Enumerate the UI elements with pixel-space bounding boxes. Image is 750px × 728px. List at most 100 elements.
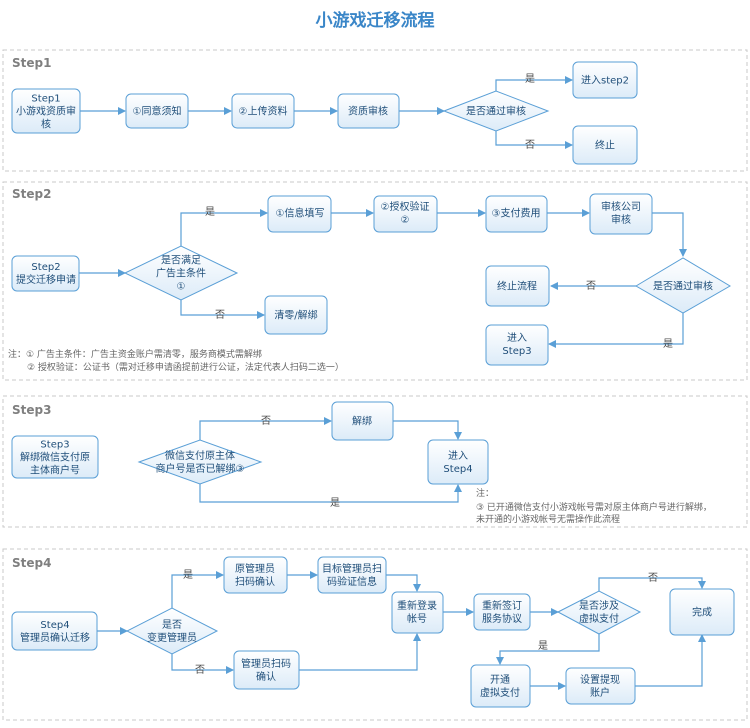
node-label: 是否通过审核 [466,105,526,118]
node-terminate: 终止 [572,125,638,165]
decision-audit-passed: 是否通过审核 [635,257,731,314]
section-step1: Step1 [2,49,748,172]
node-label: 解绑微信支付原 [20,451,90,464]
node-label: 进入step2 [581,75,629,87]
node-label: 目标管理员扫 [322,562,382,575]
node-label: 服务协议 [482,612,522,625]
node-label: 微信支付原主体 [165,449,235,462]
edge [652,212,687,257]
edge [495,76,573,91]
node-authorization-verify: ②授权验证 ② [373,195,438,233]
decision-review-passed: 是否通过审核 [442,90,550,132]
edge [496,634,600,665]
node-label: 码验证信息 [327,575,377,588]
edge [199,417,332,440]
node-label: Step1 [31,94,60,105]
edge [495,131,573,149]
edge [180,209,268,246]
node-label: 进入 [507,332,527,344]
edge-label-yes: 是 [663,338,673,350]
node-clear-unbind: 清零/解绑 [264,295,328,335]
node-label: 管理员确认迁移 [20,631,90,644]
edge [171,571,224,608]
node-label: 商户号是否已解绑③ [156,462,245,475]
note-step2-line2: ② 授权验证：公证书（需对迁移申请函提前进行公证，法定代表人扫码二选一） [27,361,344,373]
edge-label-no: 否 [215,309,225,321]
node-label: 完成 [692,606,712,619]
node-label: ①同意须知 [133,105,182,118]
section-label: Step4 [12,556,51,570]
section-step2: Step2 [2,181,748,381]
node-label: 小游戏资质审 [16,105,76,118]
section-label: Step2 [12,187,51,201]
page-title: 小游戏迁移流程 [315,11,435,31]
section-step4: Step4 [2,548,748,721]
edge-label-no: 否 [195,664,205,676]
node-label: 帐号 [407,612,427,625]
node-label: 是否满足 [161,255,201,267]
edge [171,654,234,674]
node-label: ②上传资料 [239,105,288,118]
edge [199,484,462,503]
edge-label-no: 否 [261,415,271,427]
note-step3-line1: 注： [476,487,494,499]
section-label: Step3 [12,403,51,417]
edge [548,313,684,348]
edge-label-yes: 是 [538,640,548,652]
node-complete: 完成 [669,588,735,636]
edge [386,574,421,592]
node-label: 确认 [256,670,276,683]
node-label: 广告主条件 [156,267,206,280]
node-upload-materials: ②上传资料 [231,93,295,129]
edge-label-yes: 是 [525,73,535,85]
node-label: 变更管理员 [147,631,197,644]
node-label: 终止 [595,139,615,152]
node-label: Step3 [502,346,531,357]
node-label: 解绑 [352,415,372,428]
edge-label-no: 否 [586,280,596,292]
node-label: Step4 [443,464,472,475]
node-label: 审核 [611,213,631,226]
node-pay-fee: ③支付费用 [485,195,548,233]
node-label: ② [401,215,410,226]
note-step3-line2: ③ 已开通微信支付小游戏帐号需对原主体商户号进行解绑， [476,501,712,513]
node-label: 主体商户号 [30,464,80,477]
node-agree-terms: ①同意须知 [125,93,189,129]
node-label: 核 [41,118,51,131]
node-label: ②授权验证 [381,200,430,213]
node-qualification-review: 资质审核 [337,93,400,129]
edge-label-no: 否 [648,572,658,584]
node-label: 终止流程 [497,280,537,293]
node-label: 是否通过审核 [653,280,713,293]
note-step3-line3: 未开通的小游戏帐号无需操作此流程 [476,513,620,525]
node-label: 账户 [590,686,610,699]
section-step3: Step3 [2,395,748,528]
node-unbind: 解绑 [331,401,394,441]
section-label: Step1 [12,56,51,70]
node-enter-step2: 进入step2 [572,61,638,99]
node-label: Step3 [40,440,69,451]
edge-label-yes: 是 [330,497,340,509]
edge [635,634,706,687]
edge [598,577,706,591]
node-label: 资质审核 [348,105,388,118]
edge [393,420,462,440]
node-fill-info: ①信息填写 [267,195,332,233]
node-label: 原管理员 [235,562,275,575]
note-step2-line1: 注：① 广告主条件：广告主资金账户需清零，服务商模式需解绑 [8,348,262,360]
